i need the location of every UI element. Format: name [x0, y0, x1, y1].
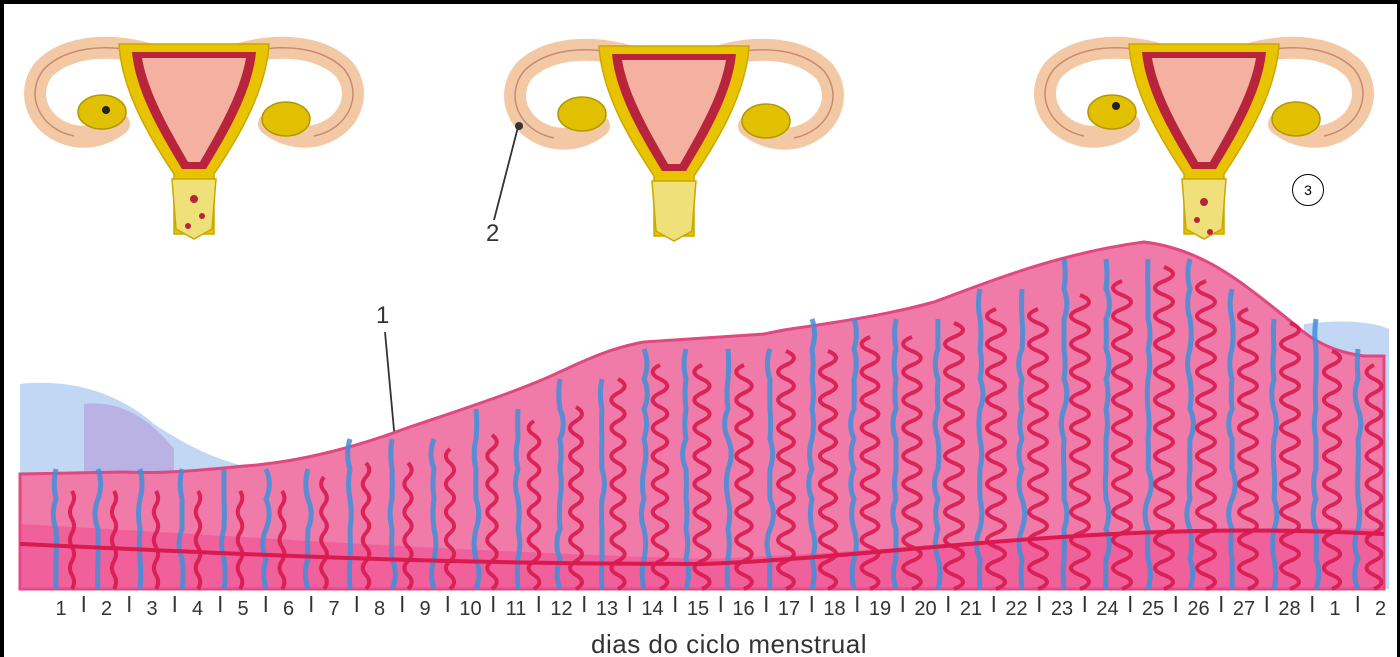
- vein: [1313, 319, 1319, 589]
- uterus-illustration-middle: [515, 46, 833, 241]
- vein: [53, 469, 56, 589]
- day-label: 17: [778, 598, 800, 621]
- day-label: 8: [374, 598, 385, 621]
- day-label: 15: [687, 598, 709, 621]
- day-label: 11: [506, 598, 527, 621]
- day-label: 27: [1233, 598, 1255, 621]
- day-label: 10: [459, 598, 481, 621]
- axis-caption: dias do ciclo menstrual: [4, 629, 1400, 657]
- day-label: 3: [146, 598, 157, 621]
- day-label: 19: [869, 598, 891, 621]
- day-label: 13: [596, 598, 618, 621]
- day-label: 6: [283, 598, 294, 621]
- day-label: 23: [1051, 598, 1073, 621]
- label-1: 1: [376, 302, 389, 330]
- endometrium-section: [20, 242, 1389, 589]
- day-label: 18: [823, 598, 845, 621]
- day-label: 14: [641, 598, 663, 621]
- uterus-illustration-right: [1045, 44, 1363, 239]
- day-label: 4: [192, 598, 203, 621]
- day-label: 9: [419, 598, 430, 621]
- day-label: 2: [101, 598, 112, 621]
- day-label: 21: [960, 598, 982, 621]
- label-3: 3: [1292, 174, 1324, 206]
- uterus-illustration-left: [35, 44, 353, 239]
- day-label: 12: [550, 598, 572, 621]
- pointer-line-2: [494, 127, 518, 220]
- day-label: 7: [328, 598, 339, 621]
- day-label: 26: [1187, 598, 1209, 621]
- day-label: 16: [732, 598, 754, 621]
- day-label: 5: [237, 598, 248, 621]
- day-label: 1: [55, 598, 66, 621]
- day-label: 28: [1278, 598, 1300, 621]
- day-label: 24: [1096, 598, 1118, 621]
- day-label: 2: [1375, 598, 1386, 621]
- day-label: 22: [1005, 598, 1027, 621]
- label-2: 2: [486, 220, 499, 248]
- day-label: 25: [1142, 598, 1164, 621]
- menstrual-cycle-diagram: [4, 4, 1400, 657]
- day-label: 20: [914, 598, 936, 621]
- day-label: 1: [1329, 598, 1340, 621]
